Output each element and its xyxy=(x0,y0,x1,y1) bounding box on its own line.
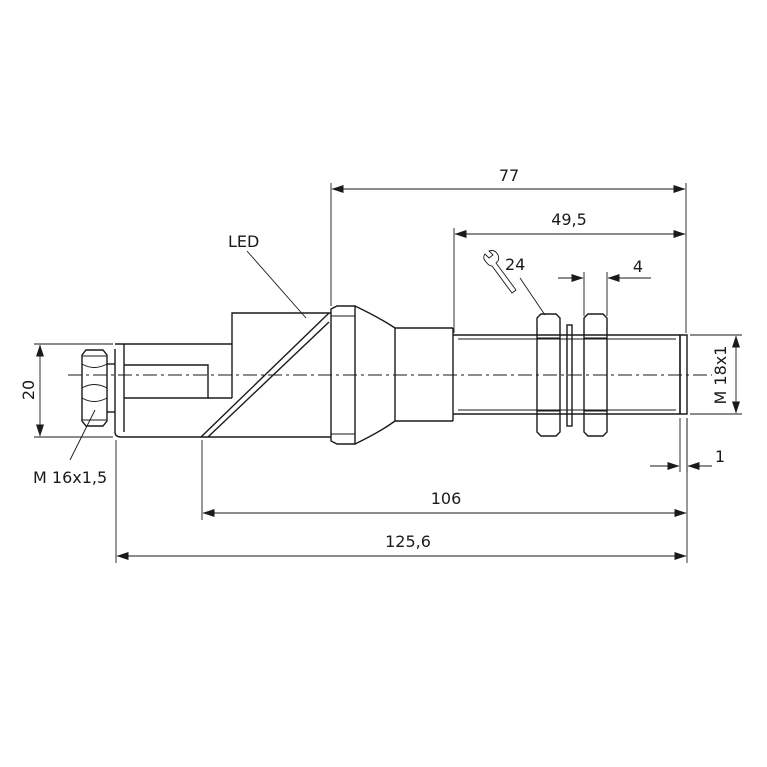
thread-left-label: M 16x1,5 xyxy=(33,468,107,487)
connector-nut xyxy=(81,349,115,427)
washer xyxy=(566,324,573,427)
thread-left-callout: M 16x1,5 xyxy=(33,409,107,487)
dim-thread-right: M 18x1 xyxy=(690,334,742,415)
dim-106: 106 xyxy=(201,418,688,563)
dim-height-20: 20 xyxy=(19,343,113,438)
dim-49-5: 49,5 xyxy=(453,210,686,333)
wrench-callout: 24 xyxy=(483,250,546,316)
dim-label-1: 1 xyxy=(715,447,725,466)
dim-label-106: 106 xyxy=(431,489,462,508)
dim-4: 4 xyxy=(558,257,651,316)
thread-right-label: M 18x1 xyxy=(711,346,730,405)
dim-1: 1 xyxy=(650,418,725,472)
lock-nut-2 xyxy=(583,313,608,437)
threaded-barrel xyxy=(453,334,688,415)
dim-125-6: 125,6 xyxy=(115,440,687,563)
dim-77: 77 xyxy=(330,166,687,333)
led-callout: LED xyxy=(228,232,307,319)
dim-label-77: 77 xyxy=(499,166,519,185)
dim-label-125-6: 125,6 xyxy=(385,532,431,551)
lock-nut-1 xyxy=(536,313,561,437)
led-label: LED xyxy=(228,232,259,251)
wrench-size-label: 24 xyxy=(505,255,525,274)
dim-label-49-5: 49,5 xyxy=(551,210,587,229)
dim-label-20: 20 xyxy=(19,380,38,400)
wrench-icon xyxy=(483,250,517,294)
dim-label-4: 4 xyxy=(633,257,643,276)
cone-section xyxy=(354,305,454,445)
